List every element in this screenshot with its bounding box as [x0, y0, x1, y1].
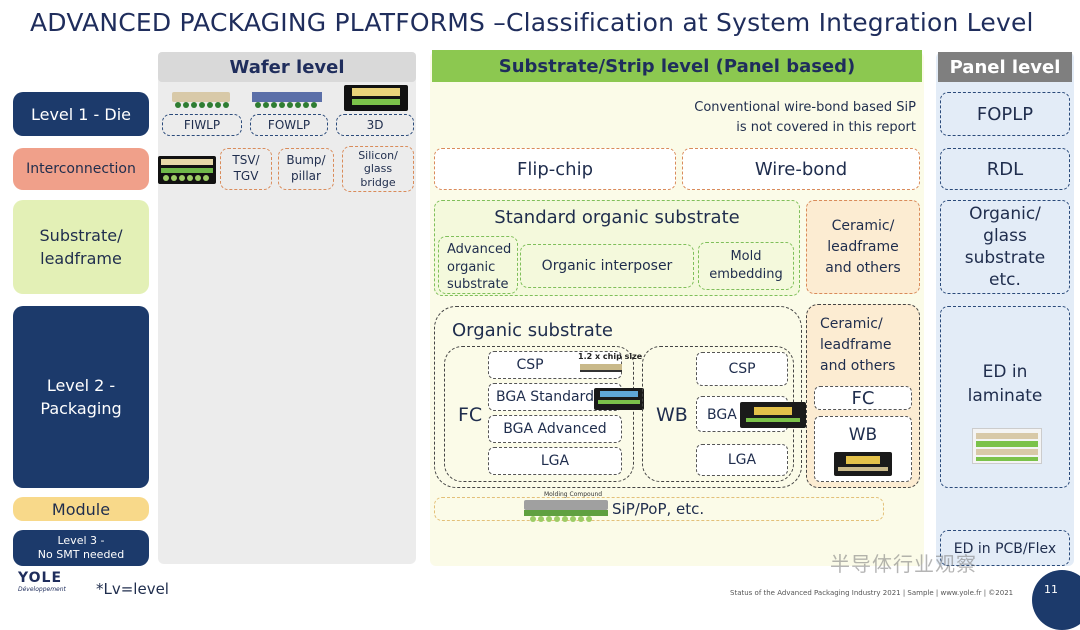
yole-logo-text: YOLE — [18, 570, 63, 586]
foplp-box: FOPLP — [940, 92, 1070, 136]
row-interconnection: Interconnection — [13, 148, 149, 190]
fc-bga-advanced: BGA Advanced — [488, 415, 622, 443]
page-number: 11 — [1044, 582, 1058, 596]
ceramic-leadframe-label-2: Ceramic/ leadframe and others — [820, 316, 896, 374]
adv-organic-box: Advanced organic substrate — [438, 236, 518, 294]
wirebond-note: Conventional wire-bond based SiP is not … — [694, 100, 916, 135]
ceramic-wb-illustration — [834, 452, 892, 476]
fowlp-illustration — [252, 92, 322, 110]
fc-csp: CSP — [488, 351, 622, 379]
3d-box: 3D — [336, 114, 414, 136]
organic-interposer-box: Organic interposer — [520, 244, 694, 288]
row-module: Module — [13, 497, 149, 521]
ceramic-wb-box: WB — [814, 416, 912, 482]
row-level2-packaging: Level 2 - Packaging — [13, 306, 149, 488]
ed-in-pcb-flex-box: ED in PCB/Flex — [940, 530, 1070, 566]
panel-column-bg — [936, 52, 1074, 566]
ceramic-leadframe-box-1: Ceramic/ leadframe and others — [806, 200, 920, 294]
substrate-level-header: Substrate/Strip level (Panel based) — [432, 50, 922, 82]
tsv-tgv-box: TSV/ TGV — [220, 148, 272, 190]
wire-bond-box: Wire-bond — [682, 148, 920, 190]
molding-compound-label: Molding Compound — [544, 491, 603, 498]
wafer-column-bg — [158, 52, 416, 564]
std-organic-group — [434, 200, 800, 296]
yole-logo: YOLE Développement — [10, 570, 80, 602]
wb-lga: LGA — [696, 444, 788, 476]
organic-glass-substrate-box: Organic/ glass substrate etc. — [940, 200, 1070, 294]
sip-pop-label: SiP/PoP, etc. — [612, 500, 705, 518]
page-number-badge: 11 — [1032, 570, 1080, 630]
row-substrate-leadframe: Substrate/ leadframe — [13, 200, 149, 294]
fc-label: FC — [458, 404, 483, 426]
chip-size-label: 1.2 x chip size — [578, 352, 643, 361]
wafer-level-header: Wafer level — [158, 52, 416, 82]
ed-in-laminate-box: ED in laminate — [940, 306, 1070, 488]
lv-note: *Lv=level — [96, 580, 169, 598]
fiwlp-illustration — [172, 92, 230, 110]
fowlp-box: FOWLP — [250, 114, 328, 136]
mold-embedding-box: Mold embedding — [698, 242, 794, 290]
fc-group — [444, 346, 634, 482]
csp-chip-illustration — [580, 364, 622, 372]
wb-csp: CSP — [696, 352, 788, 386]
watermark: 半导体行业观察 — [830, 552, 977, 576]
bump-pillar-box: Bump/ pillar — [278, 148, 334, 190]
fc-lga: LGA — [488, 447, 622, 475]
organic-substrate-group — [434, 306, 802, 488]
std-organic-label: Standard organic substrate — [494, 206, 740, 228]
rdl-box: RDL — [940, 148, 1070, 190]
sip-illustration: Molding Compound — [524, 491, 608, 523]
wb-label: WB — [656, 404, 688, 426]
organic-substrate-label: Organic substrate — [452, 320, 613, 341]
silicon-glass-bridge-box: Silicon/ glass bridge — [342, 146, 414, 192]
panel-level-header: Panel level — [938, 52, 1072, 82]
row-level1-die: Level 1 - Die — [13, 92, 149, 136]
interconnect-illustration — [158, 156, 216, 184]
fiwlp-box: FIWLP — [162, 114, 242, 136]
ed-laminate-illustration — [972, 428, 1042, 464]
footer-source: Status of the Advanced Packaging Industr… — [730, 589, 1014, 597]
yole-logo-subtext: Développement — [18, 586, 66, 593]
sip-pop-box — [434, 497, 884, 521]
3d-illustration — [344, 85, 408, 111]
page-title: ADVANCED PACKAGING PLATFORMS –Classifica… — [30, 8, 1034, 37]
flip-chip-box: Flip-chip — [434, 148, 676, 190]
bga-standard-illustration — [594, 388, 644, 410]
row-level3: Level 3 - No SMT needed — [13, 530, 149, 566]
ceramic-fc-box: FC — [814, 386, 912, 410]
wb-bga-illustration — [740, 402, 806, 428]
